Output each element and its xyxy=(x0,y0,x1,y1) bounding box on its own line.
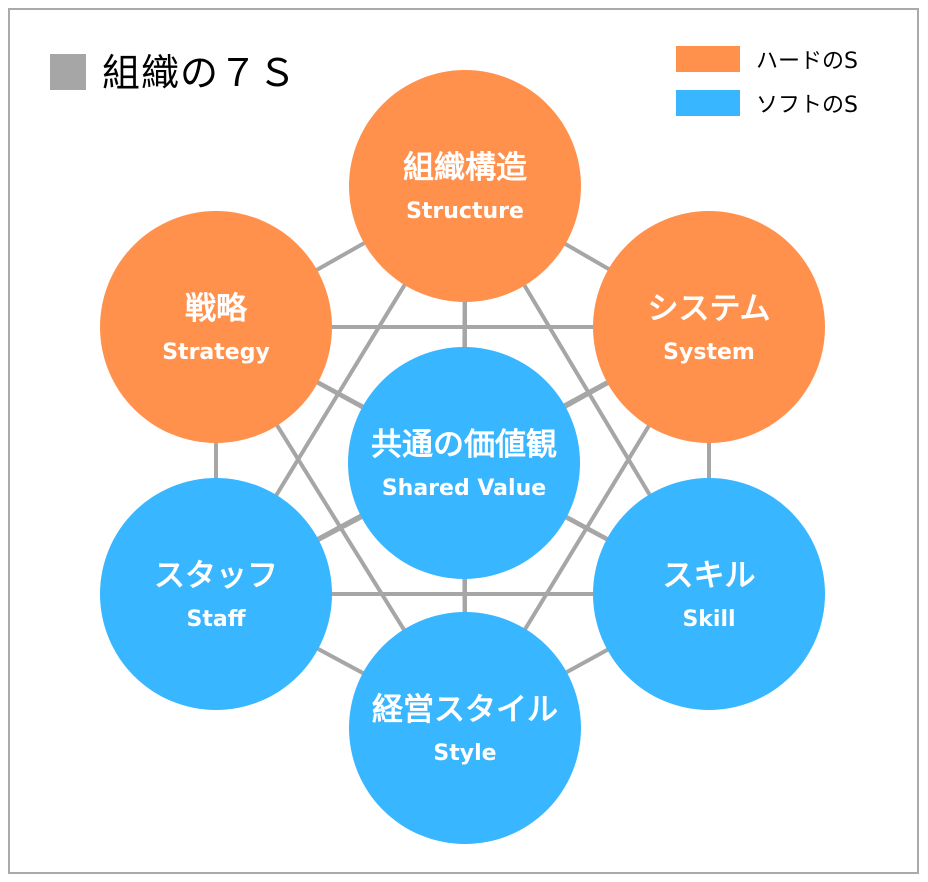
node-label-en: Staff xyxy=(186,607,246,632)
legend-item-soft: ソフトのS xyxy=(676,88,858,118)
node-label-en: Skill xyxy=(682,607,736,632)
legend-label: ハードのS xyxy=(756,49,858,74)
node-label-jp: スタッフ xyxy=(154,558,278,594)
legend-item-hard: ハードのS xyxy=(676,44,858,74)
node-label-en: Strategy xyxy=(162,340,270,365)
node-label-en: Shared Value xyxy=(381,476,547,501)
node-staff: スタッフ Staff xyxy=(100,478,332,710)
node-label-en: System xyxy=(663,340,755,365)
node-label-jp: システム xyxy=(647,291,771,327)
node-label-jp: 組織構造 xyxy=(403,150,527,186)
node-label-jp: スキル xyxy=(662,558,756,594)
node-system: システム System xyxy=(593,211,825,443)
legend-swatch-hard xyxy=(676,46,740,72)
node-shared-value: 共通の価値観 Shared Value xyxy=(348,347,580,579)
title-text: 組織の７Ｓ xyxy=(102,51,298,95)
node-label-en: Style xyxy=(433,741,497,766)
diagram-title: 組織の７Ｓ xyxy=(50,42,297,97)
node-style: 経営スタイル Style xyxy=(349,612,581,844)
legend-label: ソフトのS xyxy=(756,93,858,118)
legend-swatch-soft xyxy=(676,90,740,116)
node-structure: 組織構造 Structure xyxy=(349,70,581,302)
legend: ハードのS ソフトのS xyxy=(676,44,858,132)
diagram-frame xyxy=(8,8,919,874)
title-square-icon xyxy=(50,54,86,90)
node-label-en: Structure xyxy=(406,199,524,224)
node-label-jp: 経営スタイル xyxy=(372,692,558,728)
node-skill: スキル Skill xyxy=(593,478,825,710)
node-label-jp: 共通の価値観 xyxy=(371,427,557,463)
node-label-jp: 戦略 xyxy=(185,291,247,327)
node-strategy: 戦略 Strategy xyxy=(100,211,332,443)
